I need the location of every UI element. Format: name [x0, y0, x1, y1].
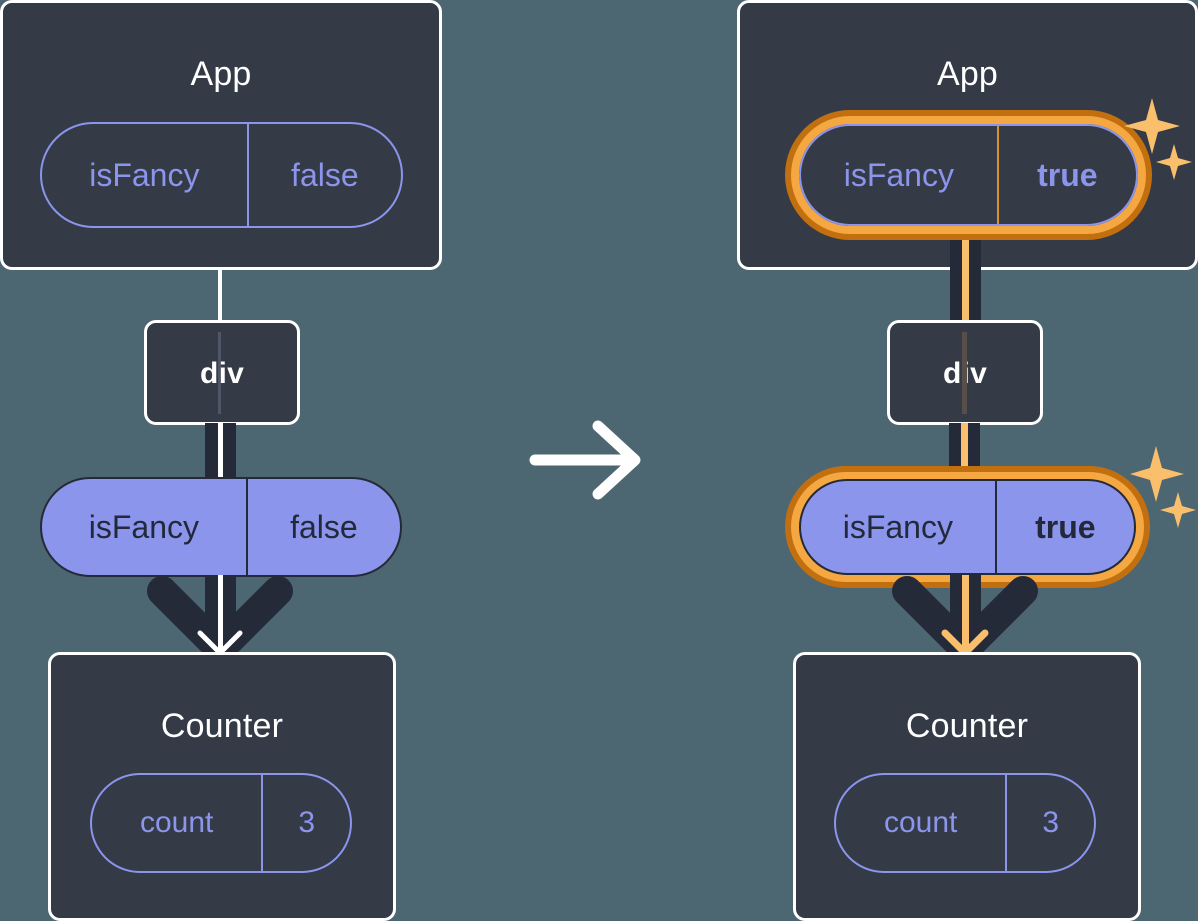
- app-state-pill-before: isFancy false: [40, 122, 403, 228]
- prop-key-after: isFancy: [842, 508, 953, 545]
- sparkle-icon-app-after: [1124, 98, 1192, 180]
- wire-div-to-prop-core-after: [961, 423, 968, 483]
- wire-through-div-before: [218, 332, 221, 414]
- wire-app-to-div-before: [218, 268, 222, 324]
- wire-app-to-div-core-after: [962, 205, 969, 330]
- app-state-key-after: isFancy: [843, 156, 954, 193]
- transition-arrow-icon: [529, 420, 641, 500]
- prop-pill-after: isFancy true: [799, 479, 1136, 575]
- counter-state-key-after: count: [883, 806, 958, 839]
- counter-state-value-after: 3: [1005, 775, 1094, 871]
- div-title-before: div: [200, 357, 244, 390]
- app-title-after: App: [936, 55, 999, 93]
- app-state-pill-after: isFancy true: [799, 124, 1138, 226]
- counter-state-pill-before: count 3: [90, 773, 352, 873]
- wire-through-div-after: [962, 332, 967, 414]
- prop-key-before: isFancy: [88, 508, 199, 545]
- counter-state-key-before: count: [139, 806, 214, 839]
- prop-value-before: false: [245, 479, 400, 575]
- counter-title-before: Counter: [160, 707, 284, 745]
- counter-title-after: Counter: [905, 707, 1029, 745]
- counter-state-pill-after: count 3: [834, 773, 1096, 873]
- prop-value-after: true: [994, 481, 1134, 573]
- app-state-value-before: false: [246, 124, 401, 226]
- arrow-prop-to-counter-before: [147, 575, 293, 664]
- app-state-key-before: isFancy: [89, 156, 200, 193]
- div-element-box-before: div: [144, 320, 300, 425]
- app-title-before: App: [190, 55, 252, 93]
- app-state-value-after: true: [996, 126, 1136, 224]
- counter-state-value-before: 3: [261, 775, 350, 871]
- prop-pill-before: isFancy false: [40, 477, 402, 577]
- sparkle-icon-prop-after: [1130, 446, 1196, 528]
- wire-div-to-prop-core-before: [218, 423, 223, 483]
